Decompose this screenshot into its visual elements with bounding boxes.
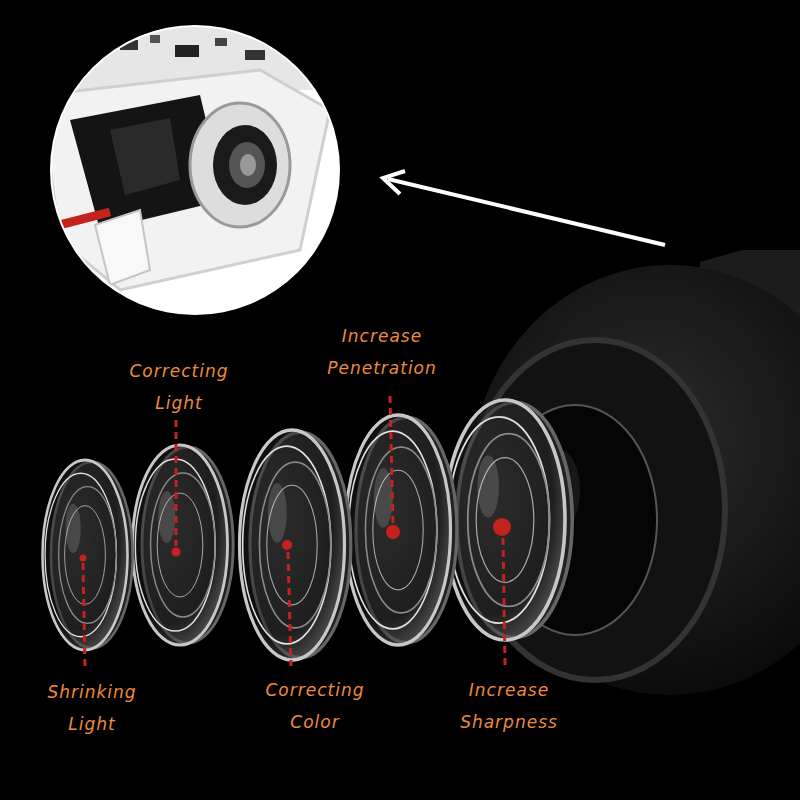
callout-label: Increase Penetration bbox=[312, 320, 452, 384]
leader-line bbox=[390, 396, 393, 524]
leader-line bbox=[175, 420, 178, 546]
leader-dot bbox=[282, 540, 292, 550]
callout-label: Correcting Light bbox=[114, 355, 244, 419]
leader-dot bbox=[172, 548, 181, 557]
callout-label: Correcting Color bbox=[250, 674, 380, 738]
lens-element bbox=[240, 430, 351, 660]
lens-element bbox=[43, 460, 133, 650]
callout-label: Increase Sharpness bbox=[447, 674, 572, 738]
leader-dot bbox=[493, 518, 511, 536]
leader-line bbox=[503, 538, 505, 665]
lens-element bbox=[346, 415, 457, 645]
leader-line bbox=[83, 563, 85, 668]
lens-element bbox=[133, 445, 234, 645]
arrow-head bbox=[383, 171, 405, 194]
leader-dot bbox=[80, 555, 87, 562]
leader-dot bbox=[386, 525, 400, 539]
callout-label: Shrinking Light bbox=[32, 676, 152, 740]
pointer-arrow bbox=[388, 179, 665, 245]
leader-line bbox=[288, 552, 291, 666]
lens-element bbox=[445, 400, 572, 640]
inset-photo bbox=[40, 20, 360, 290]
